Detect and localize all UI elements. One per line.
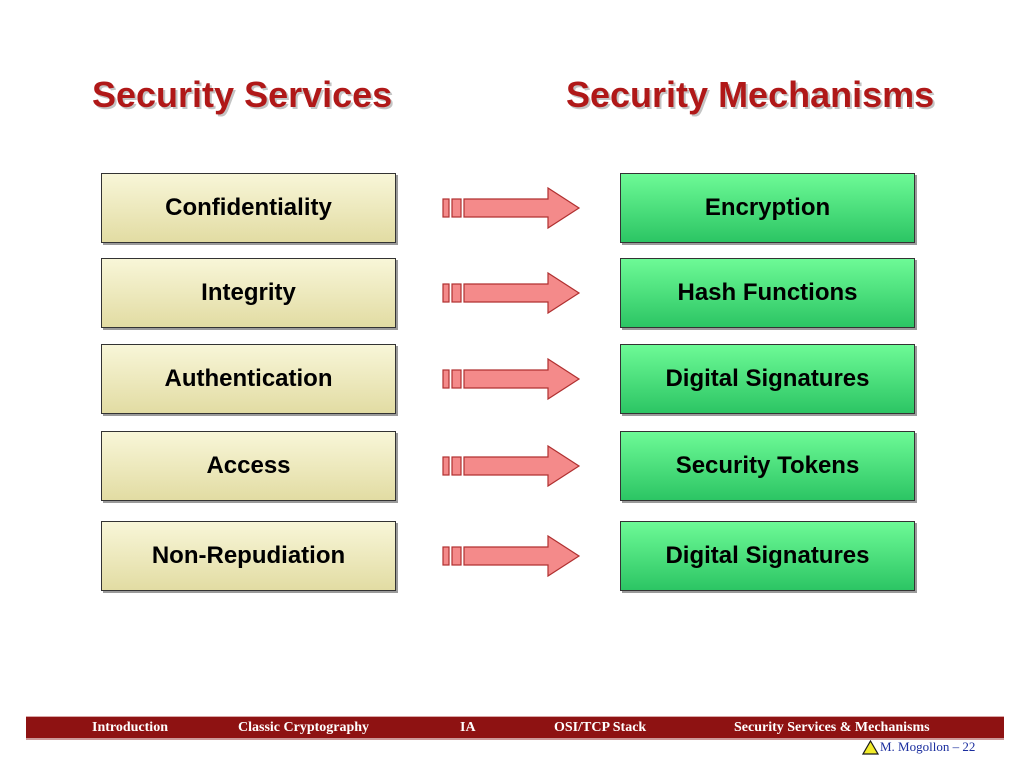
service-box-access: Access [101,431,396,501]
nav-link-introduction[interactable]: Introduction [92,720,168,735]
striped-right-arrow-icon [442,271,581,315]
nav-link-ia[interactable]: IA [460,720,476,735]
service-label: Confidentiality [165,194,332,221]
mechanism-label: Security Tokens [675,452,860,479]
striped-right-arrow-icon [442,534,581,578]
mechanism-label: Digital Signatures [665,542,870,569]
service-box-authentication: Authentication [101,344,396,414]
credit-text: M. Mogollon – 22 [880,739,976,754]
striped-right-arrow-icon [442,444,581,488]
striped-right-arrow-icon [442,357,581,401]
mechanism-box-digital-signatures-2: Digital Signatures [620,521,915,591]
slide-credit: M. Mogollon – 22 [862,739,975,755]
mechanism-label: Digital Signatures [665,365,870,392]
service-box-integrity: Integrity [101,258,396,328]
striped-right-arrow-icon [442,186,581,230]
services-heading: Security Services [92,74,393,115]
nav-link-osi-tcp-stack[interactable]: OSI/TCP Stack [554,720,647,735]
mechanism-box-digital-signatures: Digital Signatures [620,344,915,414]
service-label: Non-Repudiation [151,542,346,569]
service-box-non-repudiation: Non-Repudiation [101,521,396,591]
service-label: Integrity [201,279,296,306]
nav-link-security-services-mechanisms[interactable]: Security Services & Mechanisms [734,720,930,735]
mechanism-box-encryption: Encryption [620,173,915,243]
service-label: Authentication [164,365,333,392]
mechanisms-heading: Security Mechanisms [566,74,935,115]
mechanism-label: Encryption [704,194,831,221]
mechanism-box-security-tokens: Security Tokens [620,431,915,501]
mechanism-box-hash-functions: Hash Functions [620,258,915,328]
footer-nav-bar: Introduction Classic Cryptography IA OSI… [26,716,1004,738]
service-box-confidentiality: Confidentiality [101,173,396,243]
triangle-home-icon[interactable] [862,739,879,755]
mechanism-label: Hash Functions [677,279,858,306]
nav-link-classic-cryptography[interactable]: Classic Cryptography [238,720,370,735]
service-label: Access [206,452,291,479]
